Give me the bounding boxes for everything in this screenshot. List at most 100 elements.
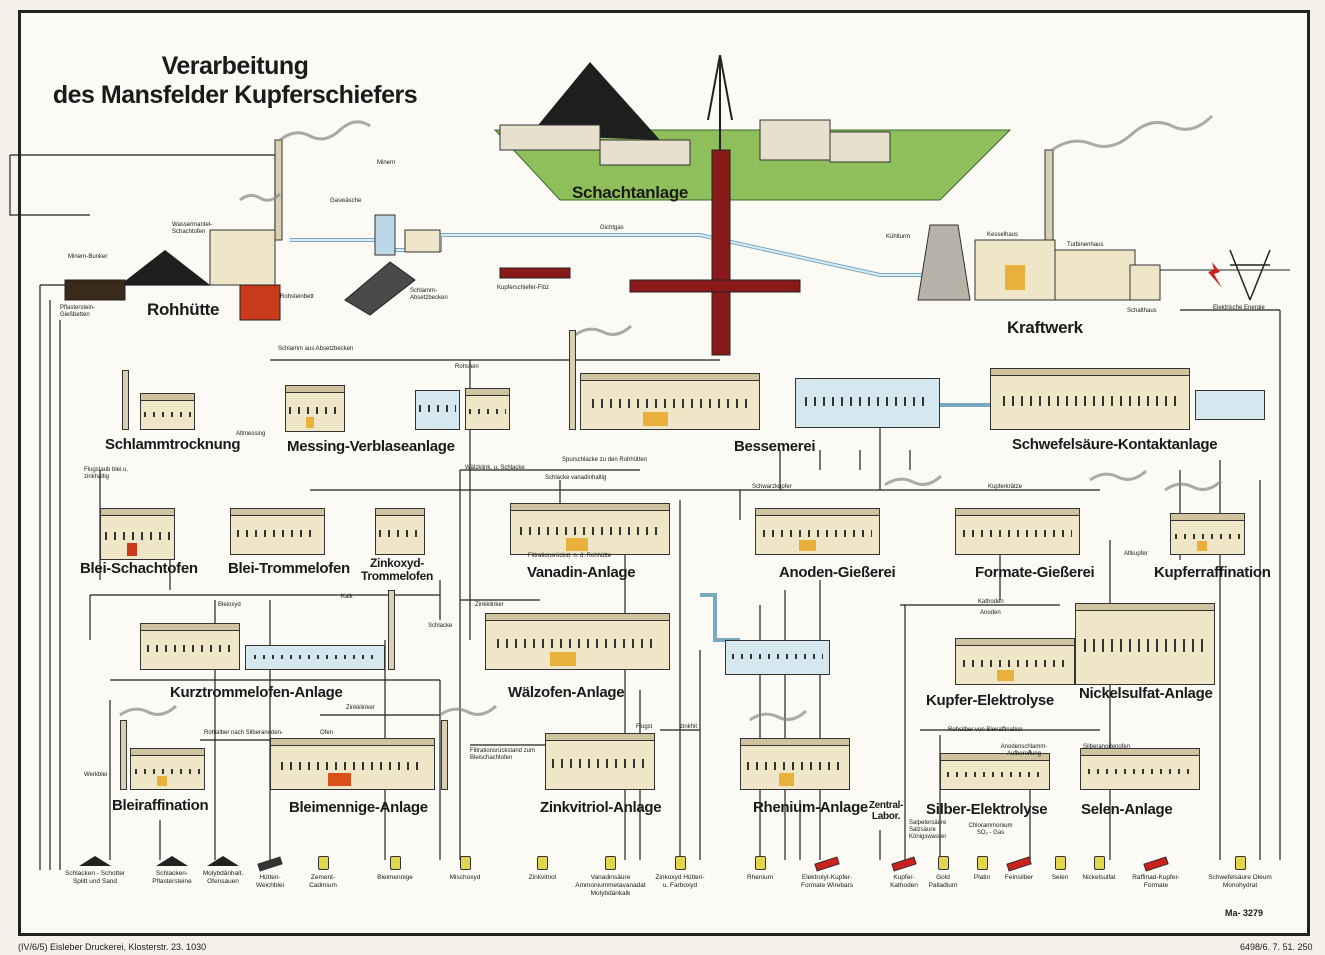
plant-silber-elektrolyse <box>940 753 1050 790</box>
label-schalthaus: Schalthaus <box>1127 308 1157 314</box>
product-item: Schlacken-Pflastersteine <box>148 856 196 886</box>
label-schlamm-absetzbecken: Schlamm-Absetzbecken <box>410 288 448 301</box>
section-bleiraffination: Bleiraffination <box>112 797 209 814</box>
barrel-icon <box>459 856 471 870</box>
label-kathoden: Kathoden <box>978 599 1004 605</box>
product-item: Bleimennige <box>370 856 420 882</box>
plant-kurztrommelofen <box>140 623 240 670</box>
label-kuehlturm: Kühlturm <box>886 234 911 240</box>
section-blei-schachtofen: Blei-Schachtofen <box>80 560 198 577</box>
plant-bleiraffination <box>130 748 205 790</box>
product-item: Zinkvitriol <box>520 856 565 882</box>
barrel-icon <box>1234 856 1246 870</box>
chimney <box>441 720 448 790</box>
barrel-icon <box>937 856 949 870</box>
label-minern-bunker: Minern-Bunker <box>68 254 108 260</box>
section-waelzofen: Wälzofen-Anlage <box>508 684 625 701</box>
plant-tanks <box>1195 390 1265 420</box>
product-label: Elektrolyt-Kupfer-Formate Wirebars <box>800 874 853 889</box>
label-rohsteinbett: Rohsteinbett <box>280 294 314 300</box>
chimney <box>120 720 127 790</box>
product-item: Zement-Cadmium <box>298 856 348 890</box>
barrel-icon <box>1093 856 1105 870</box>
product-item: Nickelsulfat <box>1078 856 1120 882</box>
title-line-2: des Mansfelder Kupferschiefers <box>52 81 418 109</box>
product-item: Elektrolyt-Kupfer-Formate Wirebars <box>792 856 862 890</box>
label-rohsilber-von: Rohsilber von Bleiraffination <box>948 727 1023 733</box>
product-item: Vanadinsäure Ammoniummetavanadat Molybdä… <box>568 856 653 898</box>
plant-zinkoxyd <box>375 508 425 555</box>
barrel-icon <box>674 856 686 870</box>
label-minern: Minern <box>377 160 396 166</box>
plant-schwefelsaeure <box>990 368 1190 430</box>
label-filtrationsrueckst-vanadin: Filtrationsrückst. n. d. Rohhütte <box>528 553 612 559</box>
poster-title: Verarbeitung des Mansfelder Kupferschief… <box>50 52 420 110</box>
label-rohsilber: Rohsilber nach Silberanoden- <box>204 730 284 736</box>
product-item: Zinkoxyd Hütten- u. Farboxyd <box>655 856 705 890</box>
product-label: Zinkoxyd Hütten- u. Farboxyd <box>655 874 705 889</box>
section-nickelsulfat: Nickelsulfat-Anlage <box>1079 685 1213 702</box>
barrel-icon <box>537 856 548 870</box>
product-item: Schlacken - Schotter Splitt und Sand <box>60 856 130 886</box>
label-wassermantel: Wassermantel-Schachtofen <box>172 222 213 235</box>
product-item: Mischoxyd <box>440 856 490 882</box>
product-label: Schlacken - Schotter Splitt und Sand <box>65 870 125 885</box>
plant-bleimennige <box>270 738 435 790</box>
product-item: Hütten-Weichblei <box>250 856 290 890</box>
label-gaswaesche: Gaswäsche <box>330 198 362 204</box>
plant-kupfer-elektrolyse <box>955 638 1075 685</box>
label-kalk: Kalk <box>341 594 353 600</box>
product-label: Schwefelsäure Oleum Monohydrat <box>1208 874 1272 889</box>
product-label: Raffinad-Kupfer-Formate <box>1132 874 1180 889</box>
plant-zinkvitriol <box>545 733 655 790</box>
label-flugstaub: Flugstaub blei u. zinkhaltig <box>84 467 129 480</box>
product-item: Schwefelsäure Oleum Monohydrat <box>1200 856 1280 890</box>
section-selen: Selen-Anlage <box>1081 801 1173 818</box>
product-item: Gold Palladium <box>928 856 958 890</box>
chimney <box>122 370 129 430</box>
product-label: Molybdänhalt. Ofensauen <box>202 870 244 885</box>
section-blei-trommelofen: Blei-Trommelofen <box>228 560 350 577</box>
product-label: Rhenium <box>746 874 773 881</box>
plant-kurztrommelofen-2 <box>245 645 385 670</box>
product-label: Mischoxyd <box>449 874 481 881</box>
product-label: Feinsilber <box>1004 874 1034 881</box>
plant-filter <box>415 390 460 430</box>
plant-selen <box>1080 748 1200 790</box>
label-zinkhit: zinkhit <box>680 724 698 730</box>
section-zinkoxyd-trommelofen: Zinkoxyd-Trommelofen <box>360 556 434 583</box>
product-label: Selen <box>1051 874 1069 881</box>
plant-messing <box>285 385 345 432</box>
plant-schlammtrocknung <box>140 393 195 430</box>
section-rohhuette: Rohhütte <box>147 300 220 319</box>
label-gichtgas: Gichtgas <box>600 225 624 231</box>
plant-rhenium <box>740 738 850 790</box>
section-anoden: Anoden-Gießerei <box>779 564 896 581</box>
plant-messing-2 <box>465 388 510 430</box>
section-vanadin: Vanadin-Anlage <box>527 564 636 581</box>
chimney <box>569 330 576 430</box>
section-zentral-labor: Zentral-Labor. <box>868 800 904 822</box>
print-run-note: 6498/6. 7. 51. 250 <box>1240 942 1313 952</box>
label-werkblei: Werkblei <box>84 772 108 778</box>
plant-kupferraffination <box>1170 513 1245 555</box>
product-label: Nickelsulfat <box>1082 874 1116 881</box>
label-rohstein: Rohstein <box>455 364 479 370</box>
product-label: Platin <box>973 874 991 881</box>
section-silber-elektrolyse: Silber-Elektrolyse <box>926 801 1048 818</box>
slag-heap-icon <box>156 856 188 866</box>
product-item: Molybdänhalt. Ofensauen <box>198 856 248 886</box>
label-zinkklinker-2: Zinkklinker <box>346 705 375 711</box>
section-zinkvitriol: Zinkvitriol-Anlage <box>540 799 662 816</box>
product-item: Kupfer-Kathoden <box>888 856 920 890</box>
barrel-icon <box>976 856 988 870</box>
section-kurztrommelofen: Kurztrommelofen-Anlage <box>170 684 343 701</box>
product-label: Hütten-Weichblei <box>255 874 285 889</box>
section-bessemerei: Bessemerei <box>734 438 816 455</box>
product-item: Raffinad-Kupfer-Formate <box>1126 856 1186 890</box>
barrel-icon <box>389 856 401 870</box>
label-anoden: Anoden <box>980 610 1001 616</box>
label-anodenschlamm: Anodenschlamm-Aufbereitung <box>1000 744 1048 757</box>
label-schlamm-aus: Schlamm aus Absetzbecken <box>278 346 354 352</box>
